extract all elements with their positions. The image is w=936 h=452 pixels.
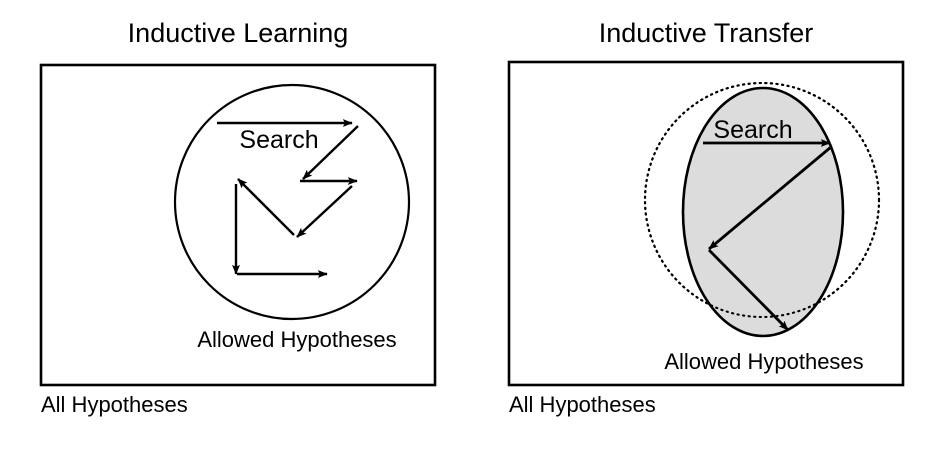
search-label-right: Search (713, 116, 792, 144)
original-hypotheses-dotted-circle-overlay-right (643, 81, 881, 319)
allowed-hypotheses-label-right: Allowed Hypotheses (664, 349, 863, 374)
all-hypotheses-box-left (39, 63, 437, 387)
allowed-hypotheses-label-left: Allowed Hypotheses (197, 327, 396, 352)
panel-inductive-transfer: Inductive Transfer Search Allowed Hypoth… (507, 18, 905, 417)
search-arrow-segment-4 (296, 185, 353, 238)
search-arrow-segment-3 (708, 249, 789, 331)
all-hypotheses-label-left: All Hypotheses (41, 392, 188, 417)
all-hypotheses-label-right: All Hypotheses (509, 392, 656, 417)
search-label-left: Search (239, 126, 318, 154)
search-arrow-segment-2 (708, 145, 832, 251)
panel-title-inductive-transfer: Inductive Transfer (599, 18, 814, 48)
panel-inductive-learning: Inductive Learning Search Allowed Hypoth… (39, 18, 437, 417)
search-arrow-segment-5 (237, 178, 295, 236)
allowed-hypotheses-ellipse-right (681, 86, 845, 338)
allowed-hypotheses-circle-left (173, 83, 411, 321)
search-path-right (703, 139, 832, 331)
panel-title-inductive-learning: Inductive Learning (128, 18, 349, 48)
search-path-left (217, 119, 359, 278)
search-arrow-segment-2 (302, 125, 359, 180)
